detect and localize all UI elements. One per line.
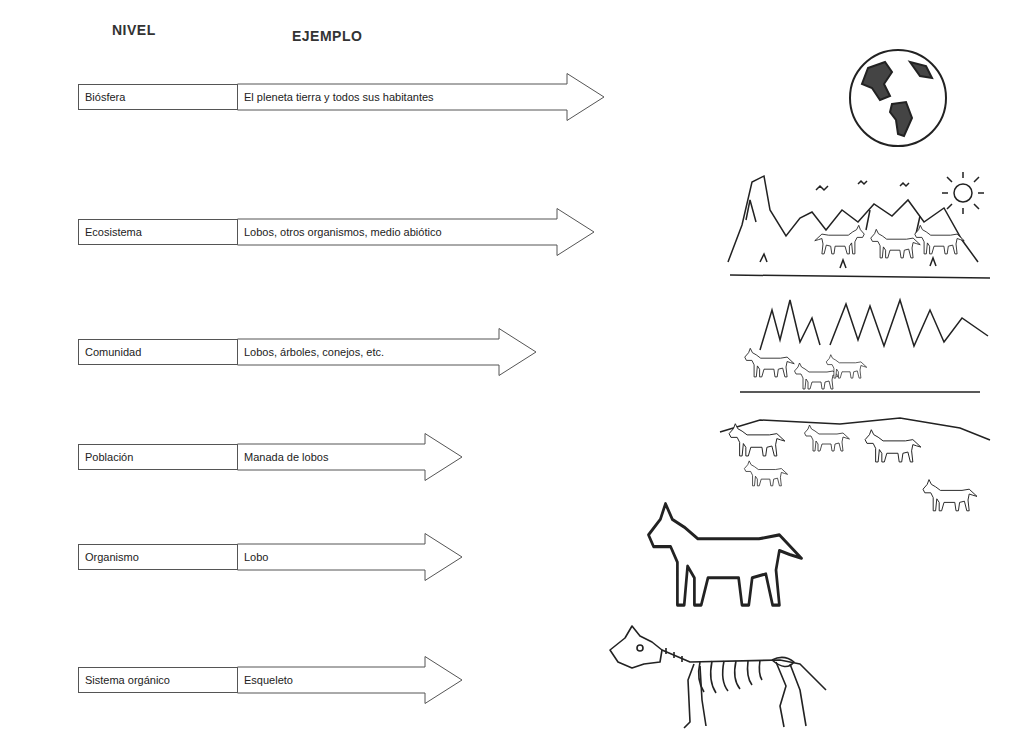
column-header: EJEMPLO — [292, 28, 362, 44]
example-arrow: Manada de lobos — [237, 433, 463, 481]
example-text: Lobos, otros organismos, medio abiótico — [244, 226, 442, 238]
level-box: Sistema orgánico — [78, 667, 238, 693]
arrow-shape — [238, 209, 595, 256]
arrow-shape — [238, 534, 463, 581]
globe — [850, 50, 946, 146]
example-arrow: Lobos, árboles, conejos, etc. — [237, 328, 537, 376]
wolf-figure — [649, 504, 802, 605]
example-text: El pleneta tierra y todos sus habitantes — [244, 91, 434, 103]
ecosystem-scene — [728, 172, 990, 278]
arrow-shape — [238, 74, 605, 121]
level-name: Organismo — [85, 551, 139, 563]
example-arrow: Lobos, otros organismos, medio abiótico — [237, 208, 595, 256]
level-box: Población — [78, 444, 238, 470]
level-name: Población — [85, 451, 133, 463]
community-scene — [740, 300, 988, 392]
example-text: Esqueleto — [244, 674, 293, 686]
example-arrow: Lobo — [237, 533, 463, 581]
example-text: Manada de lobos — [244, 451, 328, 463]
level-name: Ecosistema — [85, 226, 142, 238]
arrow-shape — [238, 657, 463, 704]
example-arrow: Esqueleto — [237, 656, 463, 704]
level-name: Biósfera — [85, 91, 125, 103]
level-name: Sistema orgánico — [85, 674, 170, 686]
arrow-outline — [237, 533, 463, 581]
level-box: Comunidad — [78, 339, 238, 365]
skeleton-figure — [610, 626, 826, 728]
level-name: Comunidad — [85, 346, 141, 358]
arrow-shape — [238, 434, 463, 481]
arrow-shape — [238, 329, 537, 376]
level-box: Biósfera — [78, 84, 238, 110]
example-text: Lobos, árboles, conejos, etc. — [244, 346, 384, 358]
example-text: Lobo — [244, 551, 268, 563]
level-box: Organismo — [78, 544, 238, 570]
example-arrow: El pleneta tierra y todos sus habitantes — [237, 73, 605, 121]
column-header: NIVEL — [112, 22, 156, 38]
level-box: Ecosistema — [78, 219, 238, 245]
